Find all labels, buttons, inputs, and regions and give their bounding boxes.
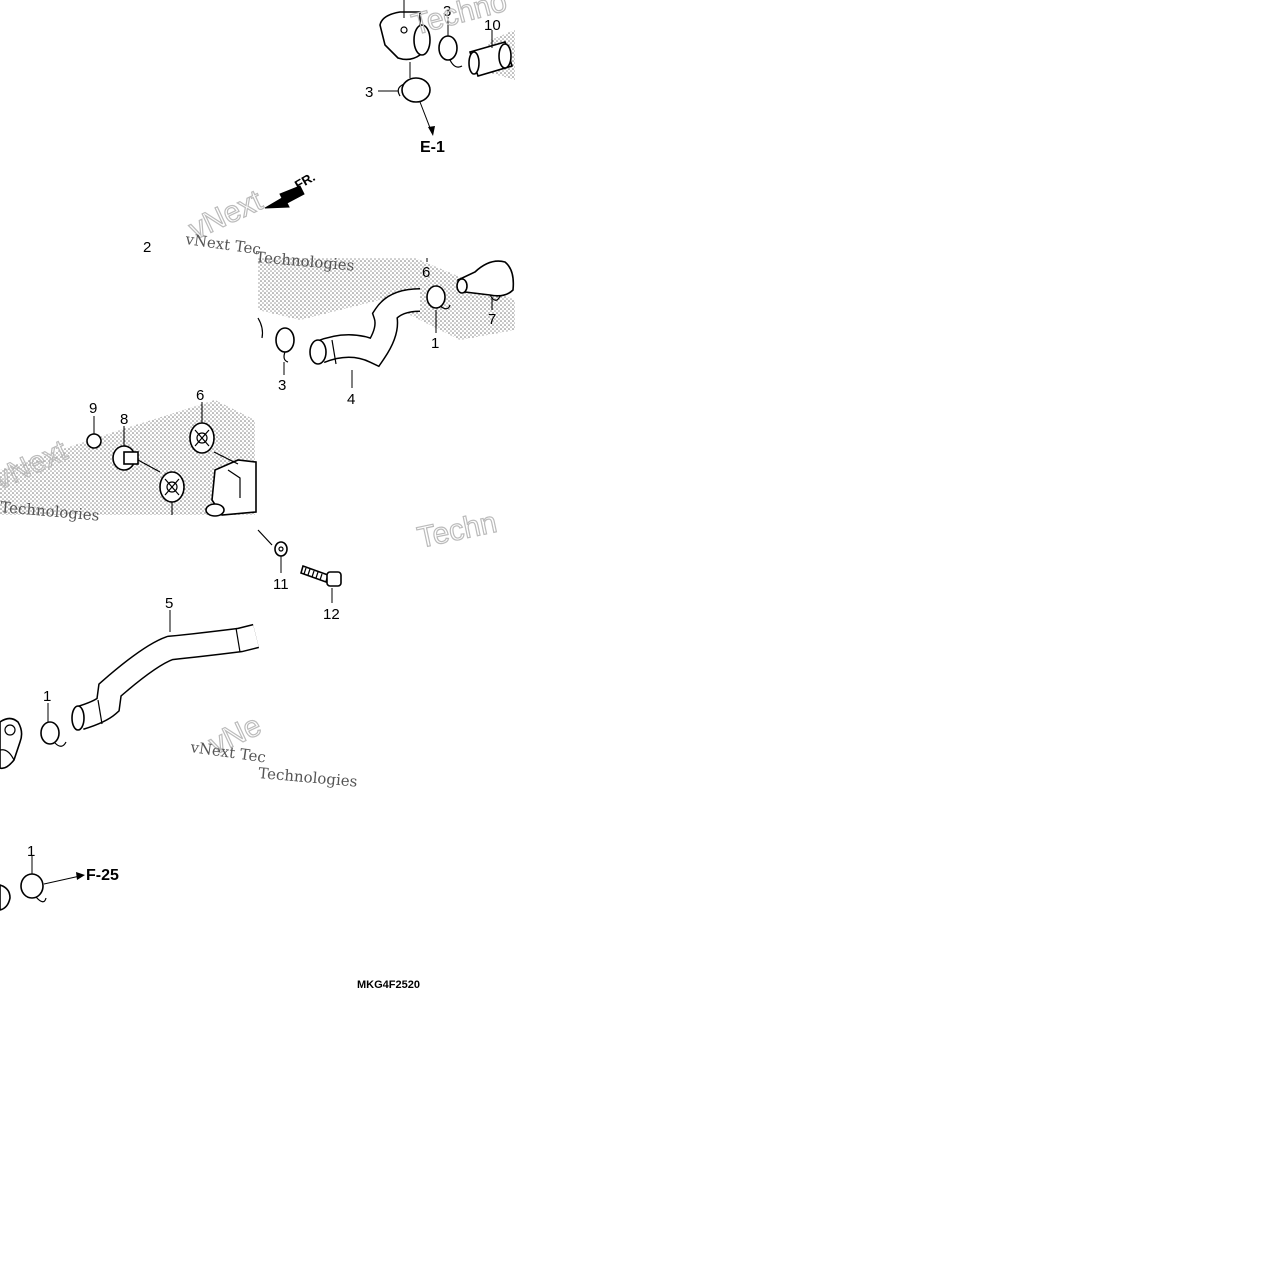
hose-4-assembly: 6 7 1 3 4: [257, 258, 515, 408]
callout-10: 10: [484, 17, 501, 34]
watermark-text-4: Technologies: [258, 764, 358, 791]
diagram-code: MKG4F2520: [357, 979, 420, 991]
callout-4: 4: [347, 391, 355, 408]
callout-3-left: 3: [365, 84, 373, 101]
washer-bolt: 11 12: [257, 529, 342, 623]
upper-right-assembly: 3 10 3 E-1: [365, 0, 513, 156]
ref-e1: E-1: [420, 139, 445, 156]
callout-11: 11: [273, 576, 289, 593]
watermark-big-2: Techn: [415, 506, 500, 555]
grommet-assembly: 9 8 6: [86, 387, 257, 517]
front-direction-arrow: FR.: [264, 169, 318, 209]
callout-12: 12: [323, 606, 340, 623]
bottom-clamp: 1 F-25: [0, 843, 119, 911]
callout-5: 5: [165, 595, 173, 612]
ref-f25: F-25: [86, 867, 119, 884]
callout-7: 7: [488, 311, 496, 328]
callout-6-lower: 6: [196, 387, 204, 404]
callout-1-bottom: 1: [27, 843, 35, 860]
callout-1-mid: 1: [43, 688, 51, 705]
callout-1-upper: 1: [431, 335, 439, 352]
hose-5-assembly: 5 1: [0, 595, 260, 770]
callout-9: 9: [89, 400, 97, 417]
callout-8: 8: [120, 411, 128, 428]
callout-6-upper: 6: [422, 264, 430, 281]
callout-3-mid: 3: [278, 377, 286, 394]
callout-2: 2: [143, 239, 151, 256]
watermark-text-1: vNext Tec: [183, 230, 262, 259]
callout-3-top: 3: [443, 3, 451, 20]
